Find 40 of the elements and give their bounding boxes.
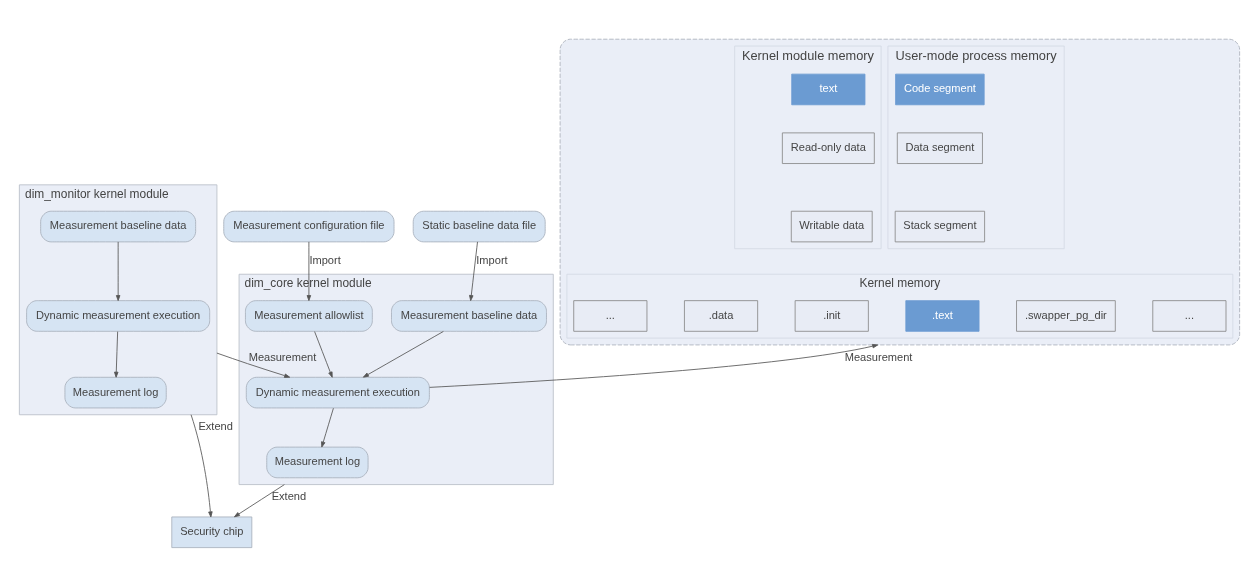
node-box: Measurement allowlist <box>245 299 373 332</box>
node-box: Measurement baseline data <box>40 210 197 242</box>
node-box: Data segment <box>896 131 983 164</box>
arrow <box>469 240 478 301</box>
node-box: Measurement log <box>64 376 167 408</box>
node-box: .init <box>794 299 869 332</box>
node-box: Stack segment <box>894 210 986 242</box>
arrow <box>306 240 312 301</box>
arrow <box>190 413 213 517</box>
node-box: .data <box>684 299 759 332</box>
node-box: Measurement baseline data <box>391 299 547 332</box>
edge-label: Measurement <box>844 350 913 363</box>
node-box: Security chip <box>171 516 253 548</box>
edge-label: Import <box>476 253 508 266</box>
arrow <box>362 330 444 378</box>
arrow <box>234 483 285 517</box>
arrow <box>115 240 121 301</box>
arrow <box>314 330 333 378</box>
arrow <box>114 330 119 378</box>
node-box: ... <box>573 299 648 332</box>
arrow <box>429 343 879 388</box>
edge-label: Extend <box>198 419 233 432</box>
node-box: Read-only data <box>781 131 875 164</box>
node-box: .swapper_pg_dir <box>1016 299 1116 332</box>
node-box: Static baseline data file <box>412 210 546 242</box>
node-box: Dynamic measurement execution <box>26 299 211 332</box>
arrow <box>321 407 334 447</box>
node-box: Writable data <box>790 210 873 242</box>
edge-label: Extend <box>271 489 307 502</box>
arrow <box>216 352 291 378</box>
node-box: Measurement configuration file <box>223 210 395 242</box>
edge-label: Measurement <box>248 350 317 363</box>
node-box: text <box>791 73 866 105</box>
cluster <box>559 38 1241 345</box>
node-box: Code segment <box>895 73 985 105</box>
node-box: Dynamic measurement execution <box>245 376 430 408</box>
node-box: .text <box>905 299 980 332</box>
node-box: ... <box>1152 299 1227 332</box>
edge-label: Import <box>309 253 341 266</box>
node-box: Measurement log <box>266 446 369 478</box>
